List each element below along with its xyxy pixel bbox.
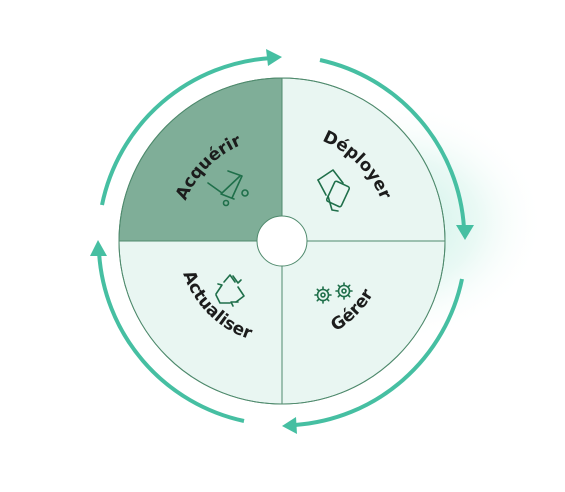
cycle-arrow-top <box>100 49 282 206</box>
segment-actualiser <box>118 240 283 405</box>
segment-gerer <box>281 240 446 405</box>
cycle-arrow-right <box>319 58 474 240</box>
devices-icon <box>317 169 351 212</box>
recycle-icon <box>215 274 245 307</box>
shopping-cart-icon <box>207 170 249 207</box>
cycle-arrow-bottom <box>282 278 464 434</box>
segment-deployer <box>281 77 446 242</box>
wheel-outline <box>118 77 446 405</box>
center-hole <box>256 215 308 267</box>
gears-icon <box>314 282 353 304</box>
cycle-arrow-left <box>90 240 245 423</box>
